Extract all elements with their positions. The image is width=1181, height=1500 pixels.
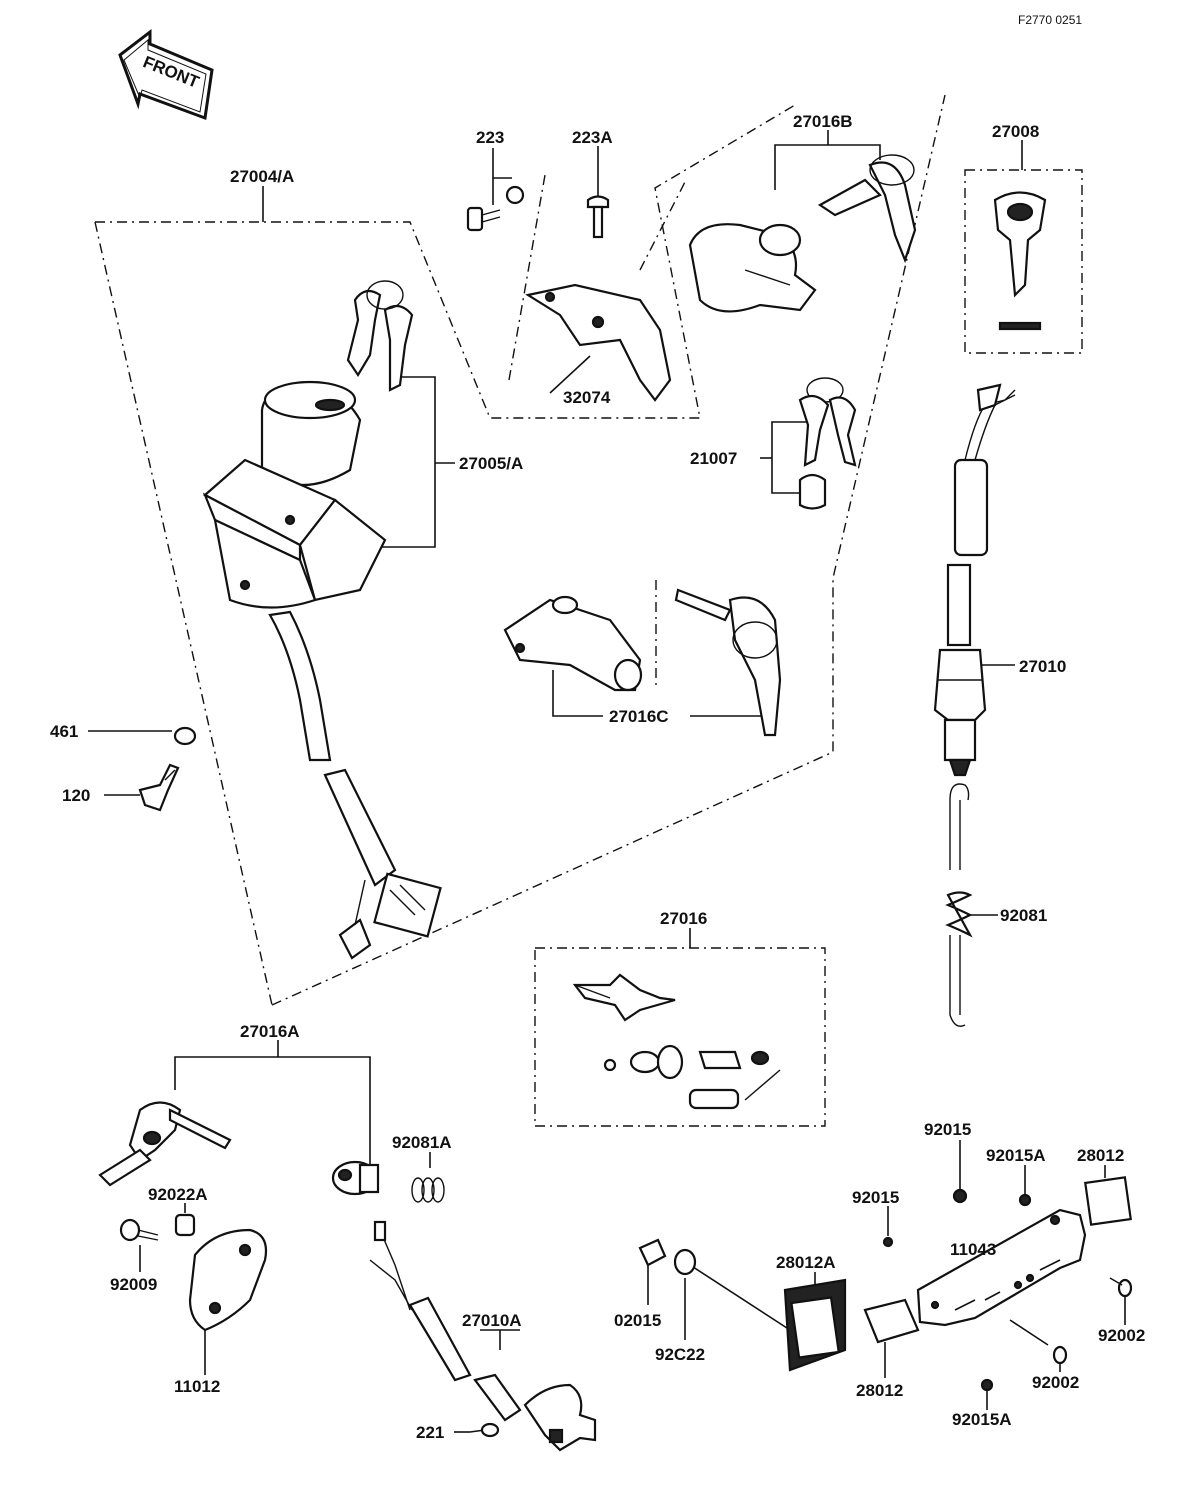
label-11012: 11012: [174, 1377, 220, 1396]
label-28012-bottom: 28012: [856, 1381, 903, 1400]
key-icon: [346, 280, 414, 392]
label-27016B: 27016B: [793, 112, 853, 131]
label-27004A: 27004/A: [230, 167, 294, 186]
label-221: 221: [416, 1423, 444, 1442]
lock-cylinder: [331, 1160, 380, 1196]
label-32074: 32074: [563, 388, 611, 407]
reflector-mount-parts: [638, 1176, 1132, 1372]
catalogue-code: F2770 0251: [1018, 13, 1082, 27]
label-28012-top: 28012: [1077, 1146, 1124, 1165]
spring-icon: [945, 783, 973, 1027]
label-92081: 92081: [1000, 906, 1047, 925]
reflector-bracket: [916, 1208, 1087, 1327]
label-92002-right: 92002: [1098, 1326, 1145, 1345]
label-92009: 92009: [110, 1275, 157, 1294]
screw-icon: [119, 1213, 196, 1242]
label-223A: 223A: [572, 128, 613, 147]
key-set: [798, 377, 857, 510]
group-outlines: [94, 94, 1083, 1127]
seat-lock: [503, 588, 782, 737]
screw-icon: [138, 726, 197, 812]
label-27010A: 27010A: [462, 1311, 522, 1330]
screw-icon: [469, 1422, 500, 1438]
screw-icon: [980, 1277, 1133, 1392]
label-92022A: 92022A: [148, 1185, 208, 1204]
key-icon: [993, 191, 1047, 331]
switch-cable: [369, 1220, 597, 1452]
label-120: 120: [62, 786, 90, 805]
label-92081A: 92081A: [392, 1133, 452, 1152]
switch-cable: [933, 383, 1016, 777]
steering-lock: [688, 154, 917, 313]
label-28012A: 28012A: [776, 1253, 836, 1272]
front-arrow-icon: FRONT: [118, 28, 214, 121]
label-11043: 11043: [950, 1240, 996, 1259]
part-number-labels: 27004/A 223 223A 27016B 27008 32074 2700…: [50, 112, 1145, 1442]
mounting-bracket: [525, 283, 672, 402]
bolt-icon: [466, 185, 610, 239]
label-27016A: 27016A: [240, 1022, 300, 1041]
label-92015A-top: 92015A: [986, 1146, 1046, 1165]
spring-icon: [411, 1177, 445, 1203]
label-92C22: 92C22: [655, 1345, 705, 1364]
lock-kit-parts: [572, 973, 781, 1110]
label-02015: 02015: [614, 1311, 661, 1330]
label-92015A-bottom: 92015A: [952, 1410, 1012, 1429]
label-27010: 27010: [1019, 657, 1066, 676]
label-27016C: 27016C: [609, 707, 669, 726]
label-223: 223: [476, 128, 504, 147]
label-461: 461: [50, 722, 78, 741]
label-27008: 27008: [992, 122, 1039, 141]
label-92015-top: 92015: [924, 1120, 971, 1139]
label-21007: 21007: [690, 449, 737, 468]
label-92015-mid: 92015: [852, 1188, 899, 1207]
ignition-switch-assembly: [202, 380, 442, 960]
label-92002-bottom: 92002: [1032, 1373, 1079, 1392]
label-27016: 27016: [660, 909, 707, 928]
label-27005A: 27005/A: [459, 454, 523, 473]
key-set: [98, 1101, 232, 1187]
switch-cover: [188, 1228, 268, 1332]
